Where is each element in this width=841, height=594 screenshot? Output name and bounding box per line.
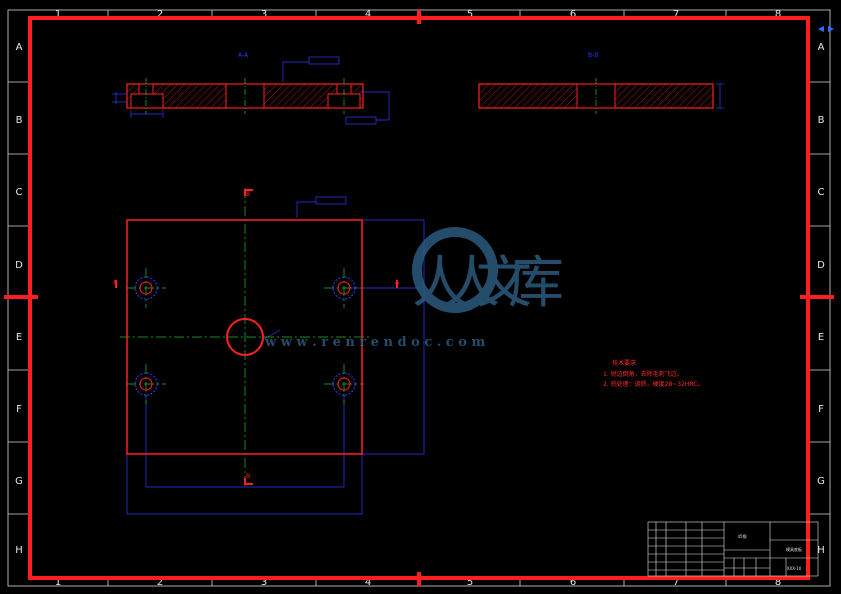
column-label: 6	[570, 577, 576, 588]
row-label: D	[15, 260, 23, 271]
row-label: C	[818, 187, 825, 198]
section-marker-a-right: A	[395, 279, 400, 286]
section-marker-b-top: B	[246, 191, 250, 198]
column-label: 7	[673, 577, 679, 588]
column-labels-top: 1 2 3 4 5 6 7 8	[55, 9, 781, 20]
part-name-cell: 模具底板	[786, 546, 802, 552]
drawing-number-cell: XXX-10	[787, 566, 802, 571]
centering-marks	[4, 10, 834, 586]
column-label: 1	[55, 9, 61, 20]
section-view-a: A-A	[112, 52, 390, 125]
watermark-brand: 人人文库	[412, 251, 562, 316]
column-label: 5	[467, 577, 473, 588]
tech-req-title: 技术要求	[612, 359, 636, 367]
section-a-title: A-A	[238, 52, 249, 59]
tech-req-item: 1. 锐边倒角，去除毛刺飞边。	[603, 370, 683, 378]
column-label: 5	[467, 9, 473, 20]
tech-req-item: 2. 热处理：调质，硬度28~32HRC。	[603, 380, 704, 388]
plan-view: A A B B	[113, 188, 425, 515]
column-label: 3	[261, 577, 267, 588]
section-marker-b-bottom: B	[246, 473, 250, 480]
column-label: 4	[365, 9, 371, 20]
column-label: 7	[673, 9, 679, 20]
row-label: C	[16, 187, 23, 198]
row-label: G	[817, 476, 825, 487]
column-label: 2	[157, 9, 163, 20]
section-b-title: B-B	[588, 52, 598, 59]
row-label: D	[817, 260, 825, 271]
row-labels-right: A B C D E F G H	[817, 42, 825, 556]
row-label: A	[818, 42, 825, 53]
technical-requirements: 技术要求 1. 锐边倒角，去除毛刺飞边。 2. 热处理：调质，硬度28~32HR…	[603, 359, 704, 388]
column-label: 4	[365, 577, 371, 588]
orientation-mark-icon	[818, 26, 834, 32]
row-label: F	[818, 404, 824, 415]
row-label: B	[818, 115, 825, 126]
column-label: 8	[775, 577, 781, 588]
column-label: 3	[261, 9, 267, 20]
column-label: 2	[157, 577, 163, 588]
row-label: E	[818, 332, 824, 343]
column-label: 6	[570, 9, 576, 20]
row-label: B	[16, 115, 23, 126]
title-block-text: 45钢 模具底板 XXX-10	[737, 533, 802, 571]
row-labels-left: A B C D E F G H	[15, 42, 23, 556]
column-label: 1	[55, 577, 61, 588]
column-labels-bottom: 1 2 3 4 5 6 7 8	[55, 577, 781, 588]
row-label: A	[16, 42, 23, 53]
title-block	[647, 521, 819, 577]
watermark-url: w w w . r e n r e n d o c . c o m	[264, 335, 485, 350]
section-marker-a-left: A	[113, 279, 118, 286]
column-label: 8	[775, 9, 781, 20]
watermark: 人人文库 w w w . r e n r e n d o c . c o m	[264, 227, 566, 350]
row-label: F	[16, 404, 22, 415]
section-view-b: B-B	[478, 52, 724, 114]
row-label: H	[817, 545, 825, 556]
row-label: E	[16, 332, 22, 343]
material-cell: 45钢	[737, 533, 746, 539]
row-label: H	[15, 545, 23, 556]
row-label: G	[15, 476, 23, 487]
